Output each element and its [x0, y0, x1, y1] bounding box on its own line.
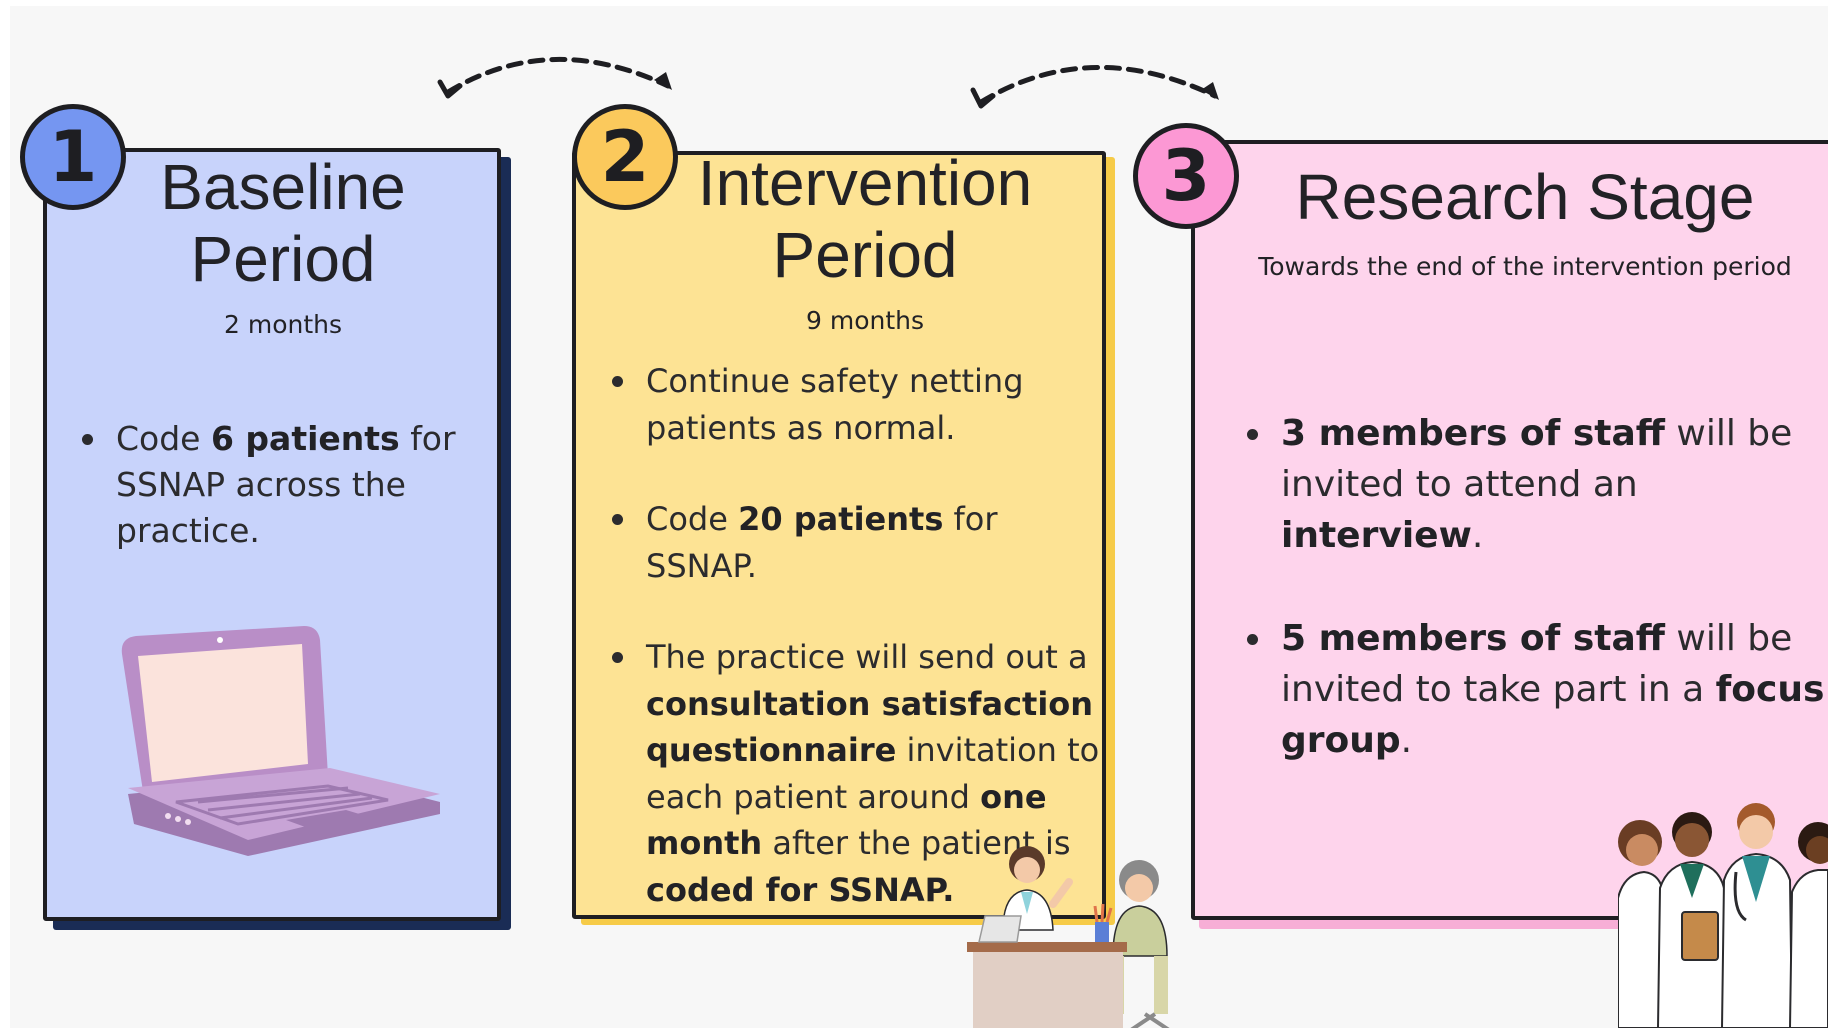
curved-arrow-1-to-2-icon [437, 57, 672, 99]
text: for SSNAP. [646, 500, 998, 585]
text: . [1400, 720, 1413, 761]
bold-text: consultation satisfaction questionnaire [646, 684, 1094, 770]
bold-text: interview [1281, 515, 1472, 556]
text: Code [116, 419, 211, 458]
bold-text: coded for SSNAP. [646, 870, 955, 909]
bold-text: one month [646, 777, 1047, 863]
bold-text: 3 members of staff [1281, 413, 1665, 454]
title-line-1: Baseline [160, 151, 406, 223]
title-line-2: Period [772, 218, 958, 291]
research-stage-title: Research Stage [1295, 161, 1755, 233]
text: will be invited to attend an [1281, 413, 1793, 505]
bold-text: 20 patients [738, 500, 944, 538]
text: invitation to each patient around [646, 731, 1100, 816]
baseline-bullet-list: Code 6 patients for SSNAP across the pra… [78, 416, 478, 554]
step-number-badge-2: 2 [572, 104, 678, 210]
title-line-1: Intervention [697, 147, 1033, 219]
research-bullet-list: 3 members of staff will be invited to at… [1243, 408, 1828, 818]
text: will be invited to take part in a [1281, 618, 1793, 710]
text: Continue safety netting patients as norm… [646, 362, 1024, 447]
bullet-item: 3 members of staff will be invited to at… [1243, 408, 1828, 561]
research-stage-card [1191, 140, 1828, 920]
baseline-duration: 2 months [223, 310, 343, 339]
text: for SSNAP across the practice. [116, 419, 456, 550]
bullet-item: 5 members of staff will be invited to ta… [1243, 613, 1828, 766]
bold-text: focus group [1281, 669, 1825, 761]
intervention-bullet-list: Continue safety netting patients as norm… [608, 358, 1108, 958]
bullet-item: Continue safety netting patients as norm… [608, 358, 1108, 451]
bold-text: 6 patients [210, 419, 400, 458]
intervention-period-title: Intervention Period [670, 147, 1060, 291]
step-number-badge-3: 3 [1133, 123, 1239, 229]
bullet-item: The practice will send out a consultatio… [608, 634, 1108, 913]
research-stage-subtitle: Towards the end of the intervention peri… [1258, 252, 1792, 281]
medical-staff-group-illustration [1618, 803, 1828, 1028]
text: The practice will send out a [646, 638, 1088, 676]
text: . [1471, 515, 1484, 556]
intervention-period-card [572, 151, 1106, 919]
laptop-illustration [121, 626, 440, 856]
text: Code [646, 500, 739, 538]
bullet-item: Code 6 patients for SSNAP across the pra… [78, 416, 478, 554]
intervention-duration: 9 months [805, 306, 925, 335]
curved-arrow-2-to-3-icon [970, 65, 1219, 109]
baseline-period-title: Baseline Period [118, 151, 448, 295]
bold-text: 5 members of staff [1281, 618, 1665, 659]
infographic-slide: 1 Baseline Period 2 months Code 6 patien… [10, 6, 1828, 1028]
title-line-2: Period [190, 222, 376, 295]
doctor-patient-consultation-illustration [967, 846, 1170, 1028]
bullet-item: Code 20 patients for SSNAP. [608, 496, 1108, 589]
step-number-badge-1: 1 [20, 104, 126, 210]
